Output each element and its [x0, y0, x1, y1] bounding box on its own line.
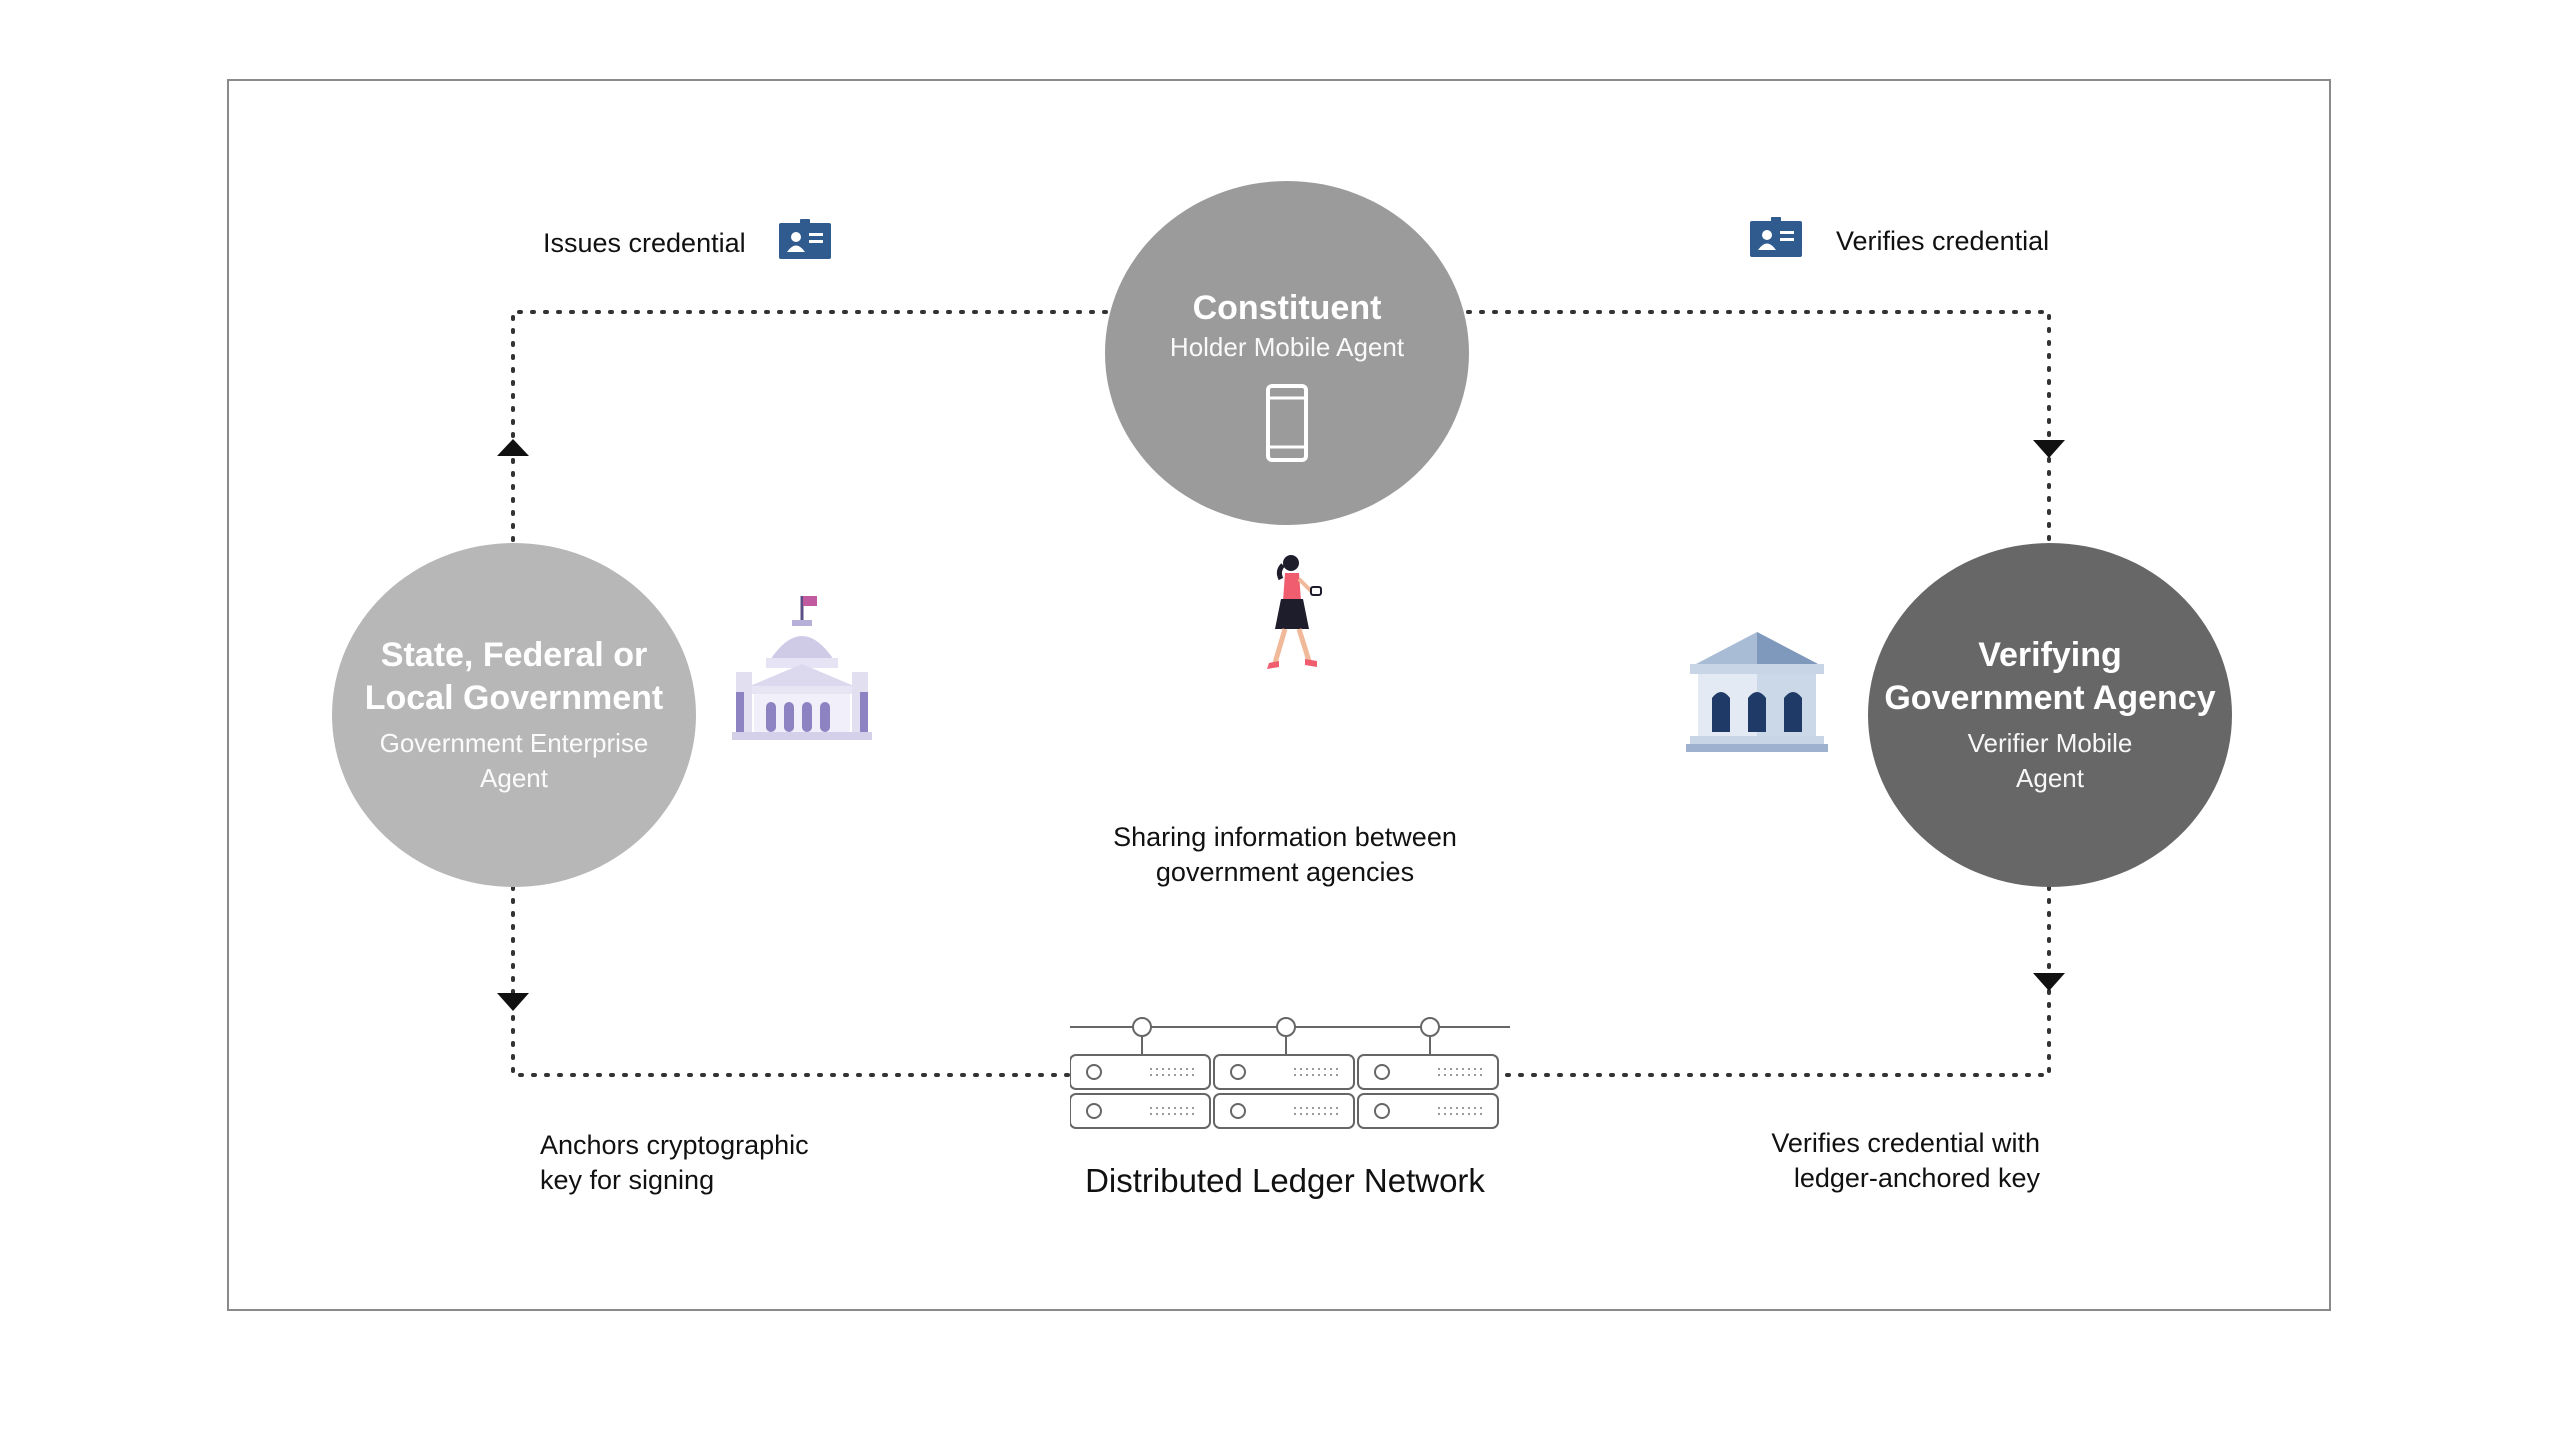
government-bank-icon	[1686, 632, 1828, 752]
walking-person-icon	[1267, 555, 1322, 669]
sharing-info-label: Sharing information between government a…	[1113, 822, 1457, 887]
verify-connector	[1466, 310, 2051, 545]
ledger-verify-connector	[1498, 885, 2051, 1077]
id-card-icon	[1750, 217, 1802, 257]
diagram-frame	[227, 79, 2331, 1311]
issues-credential-label: Issues credential	[543, 228, 746, 258]
arrow-down-icon	[2033, 973, 2065, 991]
anchor-connector	[511, 885, 1072, 1077]
arrow-up-icon	[497, 439, 529, 456]
verifies-with-key-label: Verifies credential with ledger-anchored…	[1771, 1128, 2040, 1193]
server-rack-icon	[1070, 1017, 1510, 1129]
issue-connector	[511, 310, 1108, 545]
verifier-node: Verifying Government Agency Verifier Mob…	[1868, 543, 2232, 887]
capitol-building-icon	[732, 596, 872, 740]
arrow-down-icon	[2033, 440, 2065, 458]
arrow-down-icon	[497, 993, 529, 1011]
constituent-title: Constituent	[1192, 289, 1382, 327]
government-node: State, Federal or Local Government Gover…	[332, 543, 696, 887]
constituent-node: Constituent Holder Mobile Agent	[1105, 181, 1469, 525]
government-title: State, Federal or Local Government	[364, 636, 664, 717]
verifier-title: Verifying Government Agency	[1884, 636, 2216, 717]
verifies-credential-label: Verifies credential	[1836, 226, 2050, 256]
verifier-subtitle: Verifier Mobile Agent	[1967, 728, 2133, 793]
ledger-title: Distributed Ledger Network	[1085, 1162, 1485, 1199]
id-card-icon	[779, 219, 831, 259]
government-subtitle: Government Enterprise Agent	[379, 728, 649, 793]
anchors-key-label: Anchors cryptographic key for signing	[540, 1130, 809, 1195]
mobile-phone-icon	[1266, 384, 1308, 462]
constituent-subtitle: Holder Mobile Agent	[1169, 332, 1405, 362]
